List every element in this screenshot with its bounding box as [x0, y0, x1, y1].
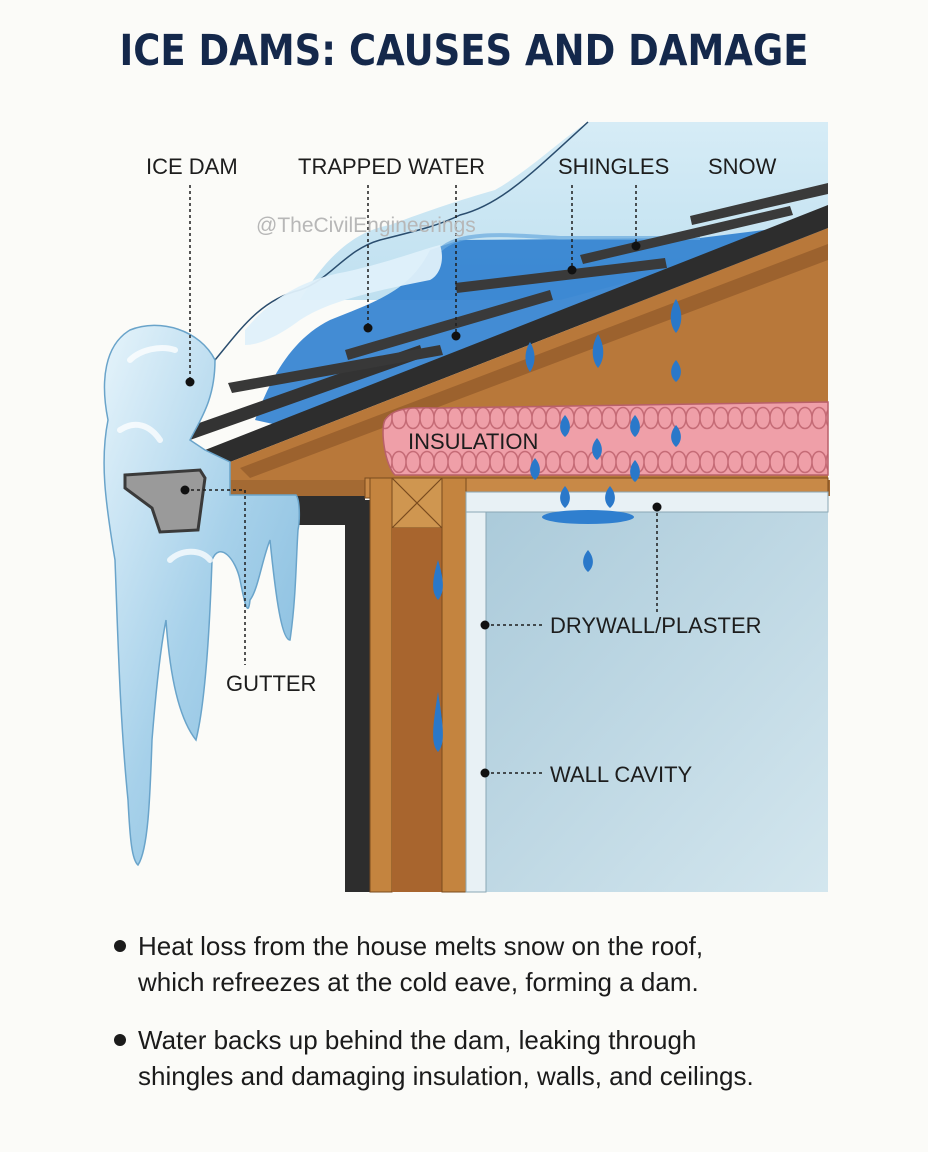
- bullet-line: which refreezes at the cold eave, formin…: [138, 967, 699, 997]
- interior-room: [465, 491, 829, 893]
- bullet-item: Heat loss from the house melts snow on t…: [110, 928, 870, 1000]
- bullet-dot: [114, 1034, 126, 1046]
- page-title: ICE DAMS: CAUSES AND DAMAGE: [119, 26, 809, 76]
- watermark: @TheCivilEngineerings: [256, 214, 476, 237]
- label-insulation: INSULATION: [408, 429, 538, 454]
- bullet-line: Water backs up behind the dam, leaking t…: [138, 1025, 697, 1055]
- bullet-list: Heat loss from the house melts snow on t…: [110, 928, 870, 1116]
- label-ice-dam: ICE DAM: [146, 154, 238, 179]
- label-drywall: DRYWALL/PLASTER: [550, 613, 762, 638]
- label-shingles: SHINGLES: [558, 154, 669, 179]
- leader-lines: [185, 185, 658, 774]
- bullet-line: Heat loss from the house melts snow on t…: [138, 931, 704, 961]
- label-trapped-water: TRAPPED WATER: [298, 154, 485, 179]
- ice-dam: [103, 245, 442, 867]
- bullet-item: Water backs up behind the dam, leaking t…: [110, 1022, 870, 1094]
- wall-cavity: [369, 477, 467, 893]
- bullet-dot: [114, 940, 126, 952]
- label-snow: SNOW: [708, 154, 777, 179]
- bullet-line: shingles and damaging insulation, walls,…: [138, 1061, 754, 1091]
- label-gutter: GUTTER: [226, 671, 316, 696]
- insulation-batt: [382, 401, 829, 476]
- label-wall-cavity: WALL CAVITY: [550, 762, 693, 787]
- leader-dots: [180, 241, 662, 778]
- water-drips: [433, 299, 682, 752]
